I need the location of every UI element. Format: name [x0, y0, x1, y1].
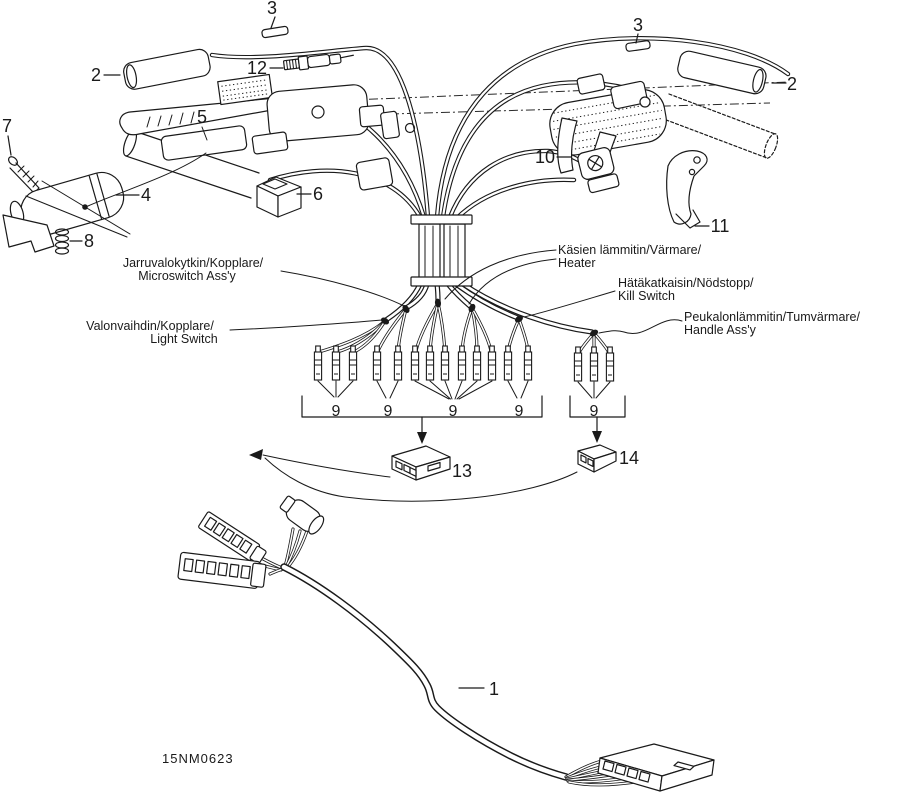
part-number-3-right: 3	[633, 15, 643, 35]
part-6-switch-block	[256, 176, 302, 218]
callout-handle-assy-line2: Handle Ass'y	[684, 323, 757, 337]
terminal-pin	[410, 345, 420, 381]
callout-microswitch-line2: Microswitch Ass'y	[138, 269, 236, 283]
bracket-to-connector-13	[301, 395, 543, 444]
harness-connector-b	[177, 551, 267, 589]
part-5-plate	[160, 125, 248, 161]
part-number-6: 6	[313, 184, 323, 204]
terminal-pins	[313, 345, 615, 382]
callout-heater-line1: Käsien lämmitin/Värmare/	[558, 243, 702, 257]
part-number-12: 12	[247, 58, 267, 78]
part-7-screw	[8, 156, 40, 194]
part-number-9-group5: 9	[590, 403, 599, 420]
wire-bundles	[383, 281, 595, 335]
part-number-14: 14	[619, 448, 639, 468]
part-14-connector	[577, 444, 617, 473]
callout-microswitch-line1: Jarruvalokytkin/Kopplare/	[123, 256, 264, 270]
terminal-pin	[313, 345, 323, 381]
terminal-pin	[372, 345, 382, 381]
callout-leaders	[229, 249, 683, 334]
terminal-pin	[425, 345, 435, 381]
terminal-pin	[440, 345, 450, 381]
part-10-clamp	[577, 147, 620, 194]
part-number-1: 1	[489, 679, 499, 699]
routing-arrows	[249, 449, 578, 502]
part-number-13: 13	[452, 461, 472, 481]
main-harness	[177, 495, 715, 792]
terminal-pin	[331, 345, 341, 381]
callout-kill-switch-line1: Hätäkatkaisin/Nödstopp/	[618, 276, 754, 290]
part-3-right-pin	[625, 40, 651, 52]
part-number-7: 7	[2, 116, 12, 136]
tape-marker-dots	[381, 298, 599, 337]
terminal-pin	[487, 345, 497, 381]
part-number-9-group1: 9	[332, 403, 341, 420]
bracket-to-connector-14	[569, 395, 626, 443]
part-2-left-grip	[123, 48, 211, 90]
terminal-pin	[348, 345, 358, 381]
part-number-5: 5	[197, 107, 207, 127]
terminal-pin	[393, 345, 403, 381]
callout-light-switch-line1: Valonvaihdin/Kopplare/	[86, 319, 214, 333]
part-number-4: 4	[141, 185, 151, 205]
left-handlebar-assembly	[119, 73, 416, 199]
callout-kill-switch-line2: Kill Switch	[618, 289, 675, 303]
part-2-right-grip	[677, 50, 767, 95]
terminal-pin	[503, 345, 513, 381]
part-number-9-group4: 9	[515, 403, 524, 420]
terminal-pin	[472, 345, 482, 381]
part-number-2-right: 2	[787, 74, 797, 94]
callout-heater-line2: Heater	[558, 256, 596, 270]
part-11-support-bracket	[666, 150, 708, 229]
drawing-code: 15NM0623	[162, 751, 234, 766]
terminal-pin	[589, 346, 599, 382]
part-3-left-pin	[261, 25, 289, 39]
part-number-9-group2: 9	[384, 403, 393, 420]
terminal-pin	[523, 345, 533, 381]
harness-connector-d	[597, 743, 715, 792]
part-12-adjuster	[283, 53, 354, 71]
part-13-connector	[391, 445, 451, 481]
terminal-pin	[457, 345, 467, 381]
part-4-throttle-housing	[2, 171, 125, 253]
terminal-pin	[573, 346, 583, 382]
callout-light-switch-line2: Light Switch	[150, 332, 217, 346]
terminal-group-lines	[317, 380, 611, 400]
terminal-pin	[605, 346, 615, 382]
harness-trunk	[410, 214, 473, 287]
part-number-3-left: 3	[267, 0, 277, 18]
part-number-labels: 2 3 12 7 5 4 8 6 10 11 3 2 13 14 1	[2, 0, 797, 699]
part-number-10: 10	[535, 147, 555, 167]
part-8-spring	[54, 228, 70, 255]
part-number-8: 8	[84, 231, 94, 251]
part-number-11: 11	[711, 216, 730, 236]
callout-handle-assy-line1: Peukalonlämmitin/Tumvärmare/	[684, 310, 861, 324]
part-number-2-left: 2	[91, 65, 101, 85]
part-number-9-group3: 9	[449, 403, 458, 420]
harness-connector-a	[198, 511, 267, 565]
callouts: Jarruvalokytkin/Kopplare/ Microswitch As…	[86, 243, 860, 346]
harness-connector-boot	[279, 495, 325, 535]
